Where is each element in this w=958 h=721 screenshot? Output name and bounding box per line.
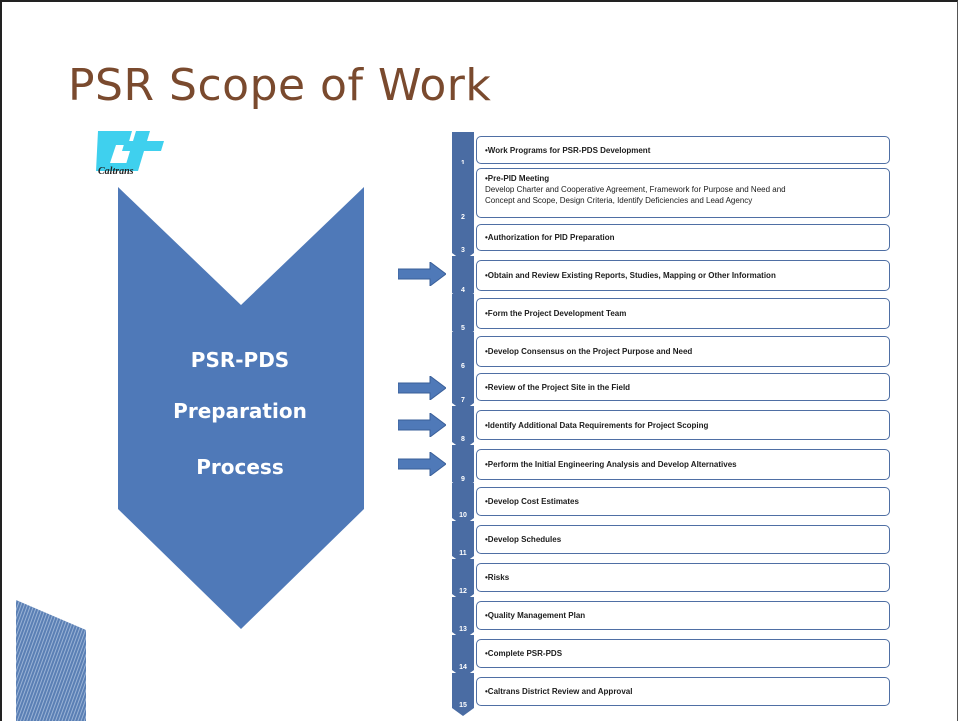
step-title: •Obtain and Review Existing Reports, Stu… (485, 271, 776, 280)
step-detail: Develop Charter and Cooperative Agreemen… (485, 185, 786, 194)
step-number: 5 (461, 325, 465, 332)
step-item-3: •Authorization for PID Preparation (476, 224, 890, 251)
step-badge (452, 164, 474, 228)
process-chevron (118, 187, 364, 629)
step-title: •Develop Schedules (485, 535, 562, 544)
step-item-8: •Identify Additional Data Requirements f… (476, 410, 890, 440)
step-item-15: •Caltrans District Review and Approval (476, 677, 890, 706)
step-item-9: •Perform the Initial Engineering Analysi… (476, 449, 890, 480)
step-badge (452, 132, 474, 174)
step-badge (452, 294, 474, 339)
process-line-2: Preparation (173, 399, 307, 423)
step-number: 10 (459, 512, 467, 519)
step-title: •Authorization for PID Preparation (485, 233, 615, 242)
corner-decoration (16, 600, 86, 721)
step-item-5: •Form the Project Development Team (476, 298, 890, 329)
step-badge (452, 445, 474, 490)
step-badge (452, 369, 474, 411)
step-detail: Concept and Scope, Design Criteria, Iden… (485, 196, 753, 205)
right-arrow-icon (398, 262, 446, 286)
step-number: 4 (461, 287, 465, 294)
right-arrow-icon (398, 376, 446, 400)
logo-text: Caltrans (98, 166, 134, 177)
step-badge (452, 559, 474, 602)
step-number: 1 (461, 160, 465, 167)
step-title: •Quality Management Plan (485, 611, 586, 620)
step-item-11: •Develop Schedules (476, 525, 890, 554)
step-title: •Identify Additional Data Requirements f… (485, 420, 709, 430)
step-title: •Develop Cost Estimates (485, 497, 579, 506)
step-badge (452, 521, 474, 564)
step-number: 15 (459, 702, 467, 709)
step-item-1: •Work Programs for PSR-PDS Development (476, 136, 890, 164)
step-badge (452, 256, 474, 301)
slide-title: PSR Scope of Work (68, 60, 492, 111)
step-number: 7 (461, 397, 465, 404)
step-title: •Develop Consensus on the Project Purpos… (485, 347, 693, 356)
step-number: 2 (461, 214, 465, 221)
step-badge (452, 597, 474, 640)
step-number: 11 (459, 550, 467, 557)
step-number: 3 (461, 247, 465, 254)
step-title: •Complete PSR-PDS (485, 649, 563, 658)
step-item-4: •Obtain and Review Existing Reports, Stu… (476, 260, 890, 291)
step-item-6: •Develop Consensus on the Project Purpos… (476, 336, 890, 367)
step-item-10: •Develop Cost Estimates (476, 487, 890, 516)
step-title: •Risks (485, 573, 510, 582)
step-title: •Perform the Initial Engineering Analysi… (485, 460, 737, 469)
step-number: 6 (461, 363, 465, 370)
process-line-3: Process (196, 455, 284, 479)
step-badge (452, 673, 474, 716)
step-title: •Form the Project Development Team (485, 309, 627, 318)
step-number: 13 (459, 626, 467, 633)
step-title: •Pre-PID Meeting (485, 174, 550, 183)
step-item-13: •Quality Management Plan (476, 601, 890, 630)
step-item-14: •Complete PSR-PDS (476, 639, 890, 668)
step-title: •Caltrans District Review and Approval (485, 687, 633, 696)
step-number: 8 (461, 436, 465, 443)
step-item-12: •Risks (476, 563, 890, 592)
step-badge (452, 635, 474, 678)
step-number: 14 (459, 664, 467, 671)
step-title: •Review of the Project Site in the Field (485, 382, 631, 392)
step-badge (452, 332, 474, 377)
right-arrow-icon (398, 452, 446, 476)
caltrans-logo-icon (96, 131, 164, 171)
right-arrow-icon (398, 413, 446, 437)
step-badge (452, 220, 474, 261)
step-number: 12 (459, 588, 467, 595)
process-line-1: PSR-PDS (190, 348, 290, 372)
step-number: 9 (461, 476, 465, 483)
step-badge (452, 483, 474, 526)
step-item-7: •Review of the Project Site in the Field (476, 373, 890, 401)
step-badge (452, 406, 474, 450)
step-title: •Work Programs for PSR-PDS Development (485, 145, 651, 155)
